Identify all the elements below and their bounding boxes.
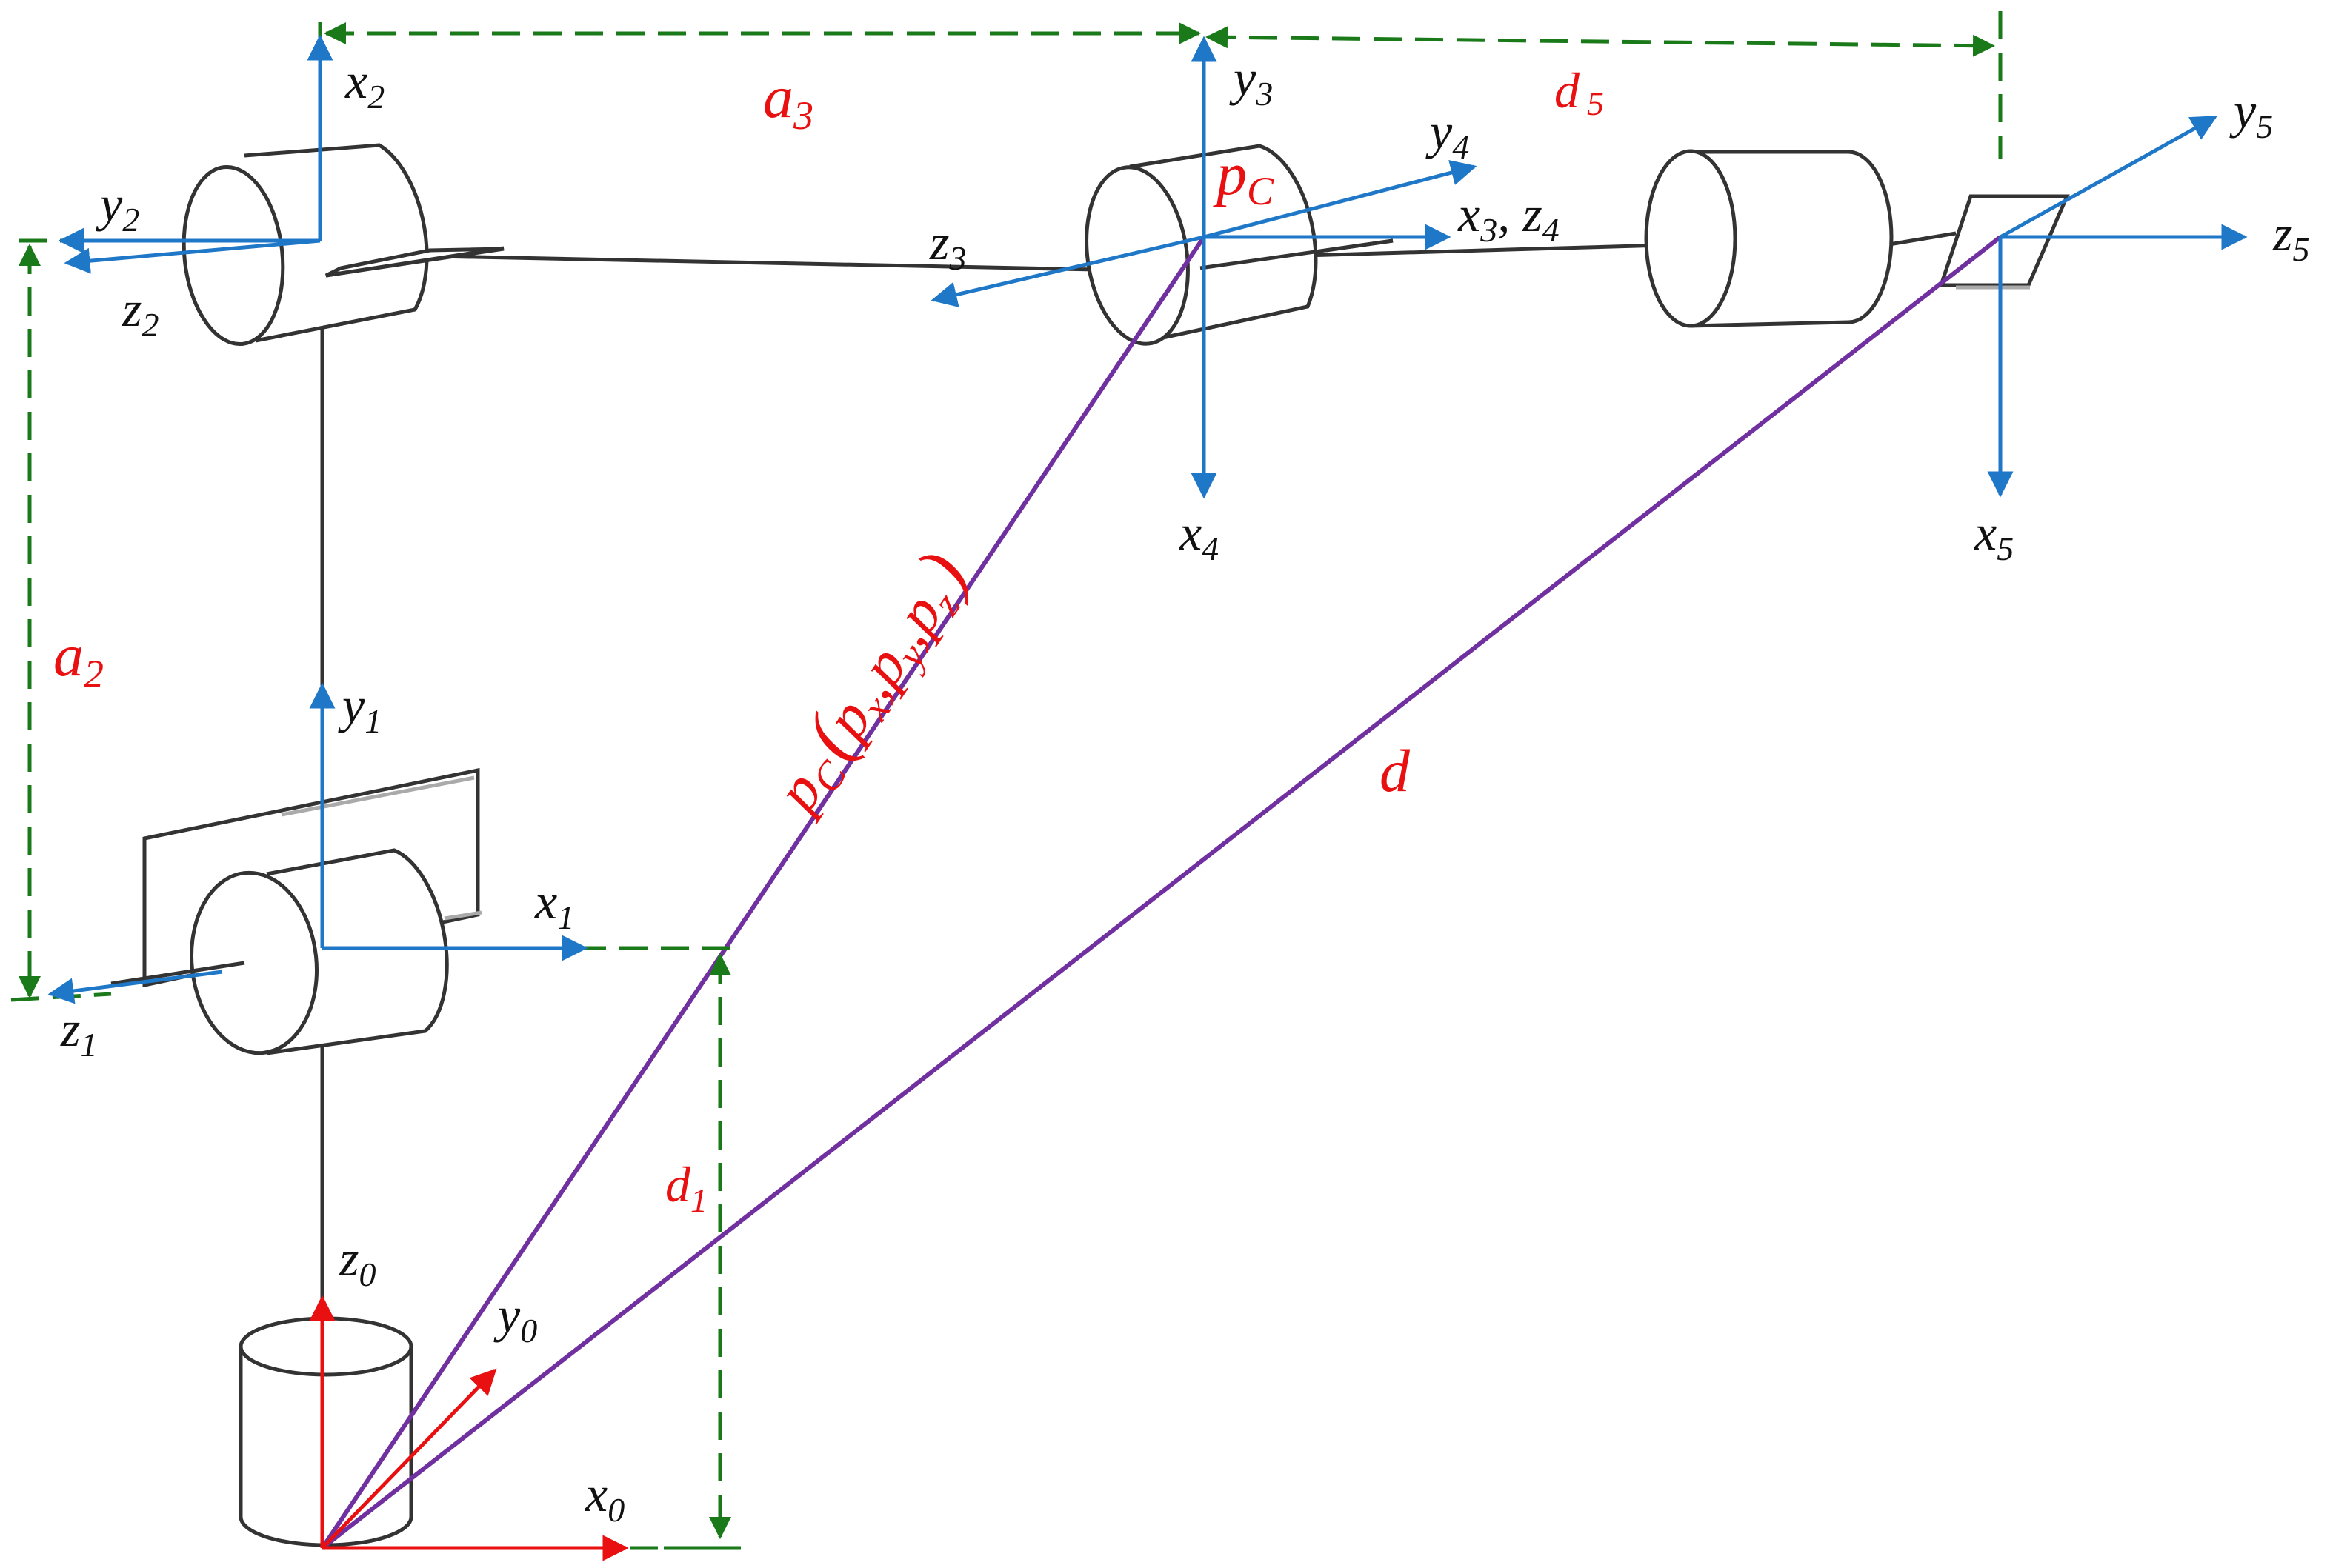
joint2-cylinder bbox=[182, 143, 505, 347]
label-y0: y0 bbox=[493, 1287, 537, 1350]
link-joint3-to-joint5 bbox=[1303, 242, 1690, 258]
dimension-d5-line bbox=[1205, 26, 1995, 57]
label-z3: z3 bbox=[929, 214, 966, 277]
axis-y5 bbox=[1999, 115, 2218, 239]
label-vector-pc-coords: pC(px,py,pz) bbox=[750, 537, 986, 829]
label-z0: z0 bbox=[339, 1230, 376, 1293]
label-x4: x4 bbox=[1179, 504, 1219, 567]
label-y3: y3 bbox=[1229, 50, 1273, 113]
position-vectors bbox=[320, 235, 2002, 1550]
label-x3z4: x3, z4 bbox=[1457, 186, 1560, 249]
axis-z3 bbox=[931, 235, 1205, 307]
link-joint5-to-endeffector bbox=[1888, 231, 1957, 247]
label-x0: x0 bbox=[585, 1466, 625, 1529]
label-pc-point: pC bbox=[1213, 140, 1274, 213]
label-y4: y4 bbox=[1425, 103, 1469, 166]
label-y5: y5 bbox=[2229, 82, 2273, 145]
label-z1: z1 bbox=[60, 1001, 97, 1064]
axis-z2 bbox=[64, 238, 321, 274]
base-frame-axes bbox=[309, 1295, 629, 1561]
axis-y0 bbox=[321, 1368, 497, 1549]
label-x2: x2 bbox=[344, 53, 385, 116]
label-x5: x5 bbox=[1974, 504, 2014, 567]
label-x1: x1 bbox=[534, 873, 574, 936]
link-joint2-to-joint3 bbox=[399, 253, 1134, 273]
joint1-cylinder bbox=[110, 848, 449, 1055]
label-z2: z2 bbox=[122, 281, 159, 344]
frame-axes bbox=[47, 34, 2248, 1004]
base-cylinder bbox=[239, 1316, 413, 1547]
label-a2: a2 bbox=[53, 621, 104, 696]
label-z5: z5 bbox=[2272, 205, 2309, 268]
label-a3: a3 bbox=[763, 63, 813, 138]
vector-pc bbox=[320, 236, 1206, 1549]
robot-structure bbox=[110, 143, 2070, 1547]
label-vector-d: d bbox=[1379, 737, 1411, 804]
label-d1: d1 bbox=[665, 1156, 708, 1219]
label-y2: y2 bbox=[96, 176, 139, 238]
vector-d bbox=[321, 235, 2002, 1550]
frame-labels: x2 y2 z2 y3 y4 z3 x3, z4 x4 y5 z5 x5 y1 … bbox=[60, 50, 2309, 1529]
axis-z1 bbox=[47, 970, 223, 1004]
joint5-cylinder bbox=[1644, 149, 1894, 328]
axis-y4 bbox=[1203, 159, 1477, 239]
label-y1: y1 bbox=[338, 677, 382, 740]
